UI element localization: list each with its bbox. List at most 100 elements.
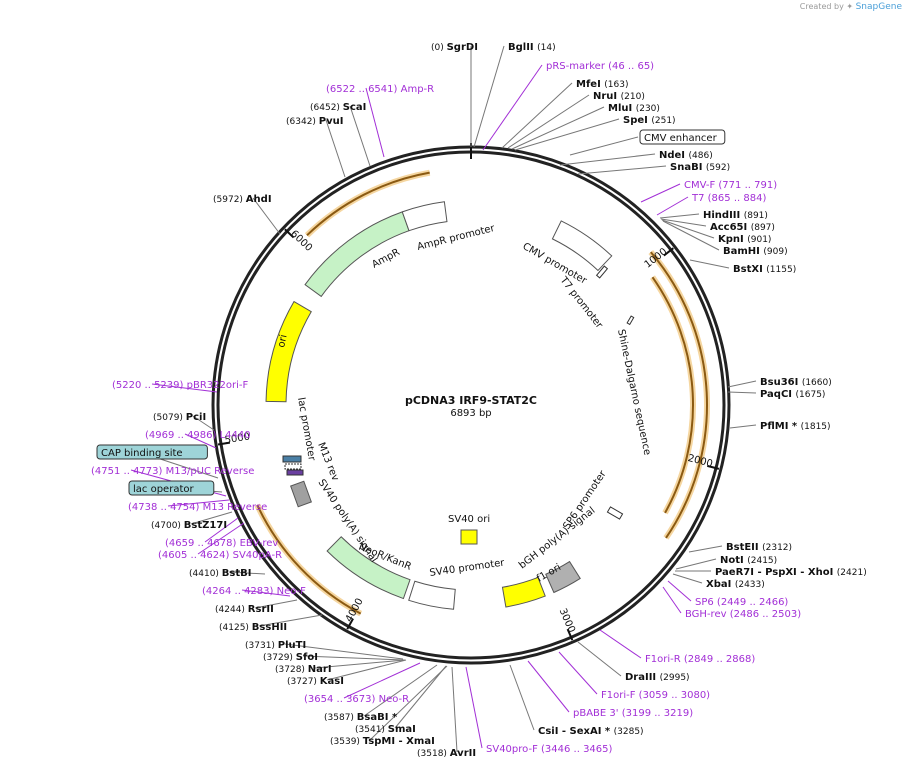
primer-label[interactable]: pRS-marker (46 .. 65) bbox=[546, 61, 654, 72]
primer-label[interactable]: (6522 .. 6541) Amp-R bbox=[326, 84, 434, 95]
feature-sv40-promoter[interactable] bbox=[408, 580, 456, 610]
primer-label[interactable]: (4738 .. 4754) M13 Reverse bbox=[128, 502, 267, 513]
leader-line bbox=[577, 165, 667, 175]
site-label[interactable]: (3728) NarI bbox=[275, 664, 332, 675]
site-name: BstEII bbox=[726, 542, 762, 553]
site-label[interactable]: MluI (230) bbox=[608, 103, 660, 114]
site-label[interactable]: SpeI (251) bbox=[623, 115, 676, 126]
site-name: DraIII bbox=[625, 672, 660, 683]
site-label[interactable]: (6452) ScaI bbox=[310, 102, 366, 113]
primer-label[interactable]: CMV-F (771 .. 791) bbox=[684, 180, 777, 191]
site-pos: (486) bbox=[689, 151, 713, 161]
site-label[interactable]: BglII (14) bbox=[508, 42, 556, 53]
small-features bbox=[282, 265, 635, 545]
site-label[interactable]: SnaBI (592) bbox=[670, 162, 730, 173]
primer-label[interactable]: (5220 .. 5239) pBR322ori-F bbox=[112, 380, 248, 391]
site-label[interactable]: (5079) PciI bbox=[153, 412, 206, 423]
feature-cmv-promoter[interactable] bbox=[551, 220, 613, 272]
primer-pos: (4738 .. 4754) bbox=[128, 502, 203, 513]
site-label[interactable]: Acc65I (897) bbox=[710, 222, 775, 233]
site-label[interactable]: BamHI (909) bbox=[723, 246, 788, 257]
site-label[interactable]: NruI (210) bbox=[593, 91, 645, 102]
leader-line bbox=[577, 641, 622, 677]
site-name: MluI bbox=[608, 103, 636, 114]
leader-line bbox=[729, 424, 757, 429]
site-label[interactable]: NdeI (486) bbox=[659, 150, 713, 161]
site-name: PaeR7I - PspXI - XhoI bbox=[715, 567, 837, 578]
site-name: SmaI bbox=[388, 724, 416, 735]
site-label[interactable]: MfeI (163) bbox=[576, 79, 629, 90]
plasmid-name: pCDNA3 IRF9-STAT2C bbox=[405, 394, 537, 407]
site-label[interactable]: PaeR7I - PspXI - XhoI (2421) bbox=[715, 567, 867, 578]
primer-label[interactable]: SP6 (2449 .. 2466) bbox=[695, 597, 788, 608]
primer-name: pBABE 3' bbox=[573, 708, 622, 719]
site-label[interactable]: (3518) AvrII bbox=[417, 748, 476, 759]
site-label[interactable]: (4125) BssHII bbox=[219, 622, 287, 633]
site-label[interactable]: (3587) BsaBI * bbox=[324, 712, 398, 723]
site-label[interactable]: (4244) RsrII bbox=[215, 604, 274, 615]
site-label[interactable]: (5972) AhdI bbox=[213, 194, 272, 205]
site-label[interactable]: BstXI (1155) bbox=[733, 264, 796, 275]
primer-label[interactable]: BGH-rev (2486 .. 2503) bbox=[685, 609, 801, 620]
site-label[interactable]: Bsu36I (1660) bbox=[760, 377, 832, 388]
site-label[interactable]: (0) SgrDI bbox=[431, 42, 478, 53]
site-label[interactable]: NotI (2415) bbox=[720, 555, 777, 566]
site-label[interactable]: XbaI (2433) bbox=[706, 579, 765, 590]
site-label[interactable]: (6342) PvuI bbox=[286, 116, 343, 127]
primer-label[interactable]: (4751 .. 4773) M13/pUC Reverse bbox=[91, 466, 254, 477]
site-label[interactable]: (3539) TspMI - XmaI bbox=[330, 736, 435, 747]
site-label[interactable]: (4410) BstBI bbox=[189, 568, 252, 579]
site-label[interactable]: PaqCI (1675) bbox=[760, 389, 825, 400]
feature-ampr-promoter[interactable] bbox=[401, 201, 448, 232]
site-label[interactable]: KpnI (901) bbox=[718, 234, 771, 245]
site-label[interactable]: DraIII (2995) bbox=[625, 672, 690, 683]
site-label[interactable]: (3727) KasI bbox=[287, 676, 344, 687]
primer-label[interactable]: SV40pro-F (3446 .. 3465) bbox=[486, 744, 613, 755]
primer-label[interactable]: (4605 .. 4624) SV40pA-R bbox=[158, 550, 282, 561]
primer-label[interactable]: F1ori-F (3059 .. 3080) bbox=[601, 690, 710, 701]
primer-pos: (5220 .. 5239) bbox=[112, 380, 187, 391]
label-ampr-promoter: AmpR promoter bbox=[416, 223, 497, 253]
primer-label[interactable]: (3654 .. 3673) Neo-R bbox=[304, 694, 409, 705]
leader-line bbox=[473, 45, 505, 148]
site-label[interactable]: (3731) PluTI bbox=[245, 640, 306, 651]
site-pos: (2415) bbox=[747, 556, 777, 566]
site-pos: (2433) bbox=[735, 580, 765, 590]
primer-label[interactable]: (4969 .. 4986) L4440 bbox=[145, 430, 251, 441]
site-label[interactable]: PflMI * (1815) bbox=[760, 421, 831, 432]
site-name: NotI bbox=[720, 555, 747, 566]
leader-line bbox=[689, 259, 730, 269]
site-name: BstBI bbox=[222, 568, 252, 579]
site-label[interactable]: (3541) SmaI bbox=[355, 724, 416, 735]
site-label[interactable]: BstEII (2312) bbox=[726, 542, 792, 553]
primer-label[interactable]: (4659 .. 4678) EBV-rev bbox=[165, 538, 278, 549]
site-label[interactable]: HindIII (891) bbox=[703, 210, 768, 221]
primer-label[interactable]: pBABE 3' (3199 .. 3219) bbox=[573, 708, 693, 719]
feature-f1-ori[interactable] bbox=[501, 576, 546, 608]
primer-label[interactable]: (4264 .. 4283) Neo-F bbox=[202, 586, 306, 597]
feature-ori[interactable] bbox=[265, 300, 312, 403]
site-name: CsiI - SexAI * bbox=[538, 726, 614, 737]
leader-line bbox=[241, 589, 291, 597]
site-name: KasI bbox=[320, 676, 344, 687]
site-label[interactable]: (3729) SfoI bbox=[263, 652, 318, 663]
primer-pos: (3654 .. 3673) bbox=[304, 694, 379, 705]
primer-name: CMV-F bbox=[684, 180, 718, 191]
primer-label[interactable]: T7 (865 .. 884) bbox=[691, 193, 766, 204]
label-lac-promoter: lac promoter bbox=[295, 397, 317, 463]
site-pos: (891) bbox=[744, 211, 768, 221]
site-pos: (2312) bbox=[762, 543, 792, 553]
site-pos: (3727) bbox=[287, 677, 320, 687]
primer-label[interactable]: F1ori-R (2849 .. 2868) bbox=[645, 654, 755, 665]
primer-name: pBR322ori-F bbox=[187, 380, 249, 391]
leader-line bbox=[363, 664, 438, 717]
feature-bgh-poly-a-signal[interactable] bbox=[545, 560, 581, 594]
primer-name: SP6 bbox=[695, 597, 717, 608]
leader-line bbox=[343, 662, 421, 699]
site-label[interactable]: (4700) BstZ17I bbox=[151, 520, 227, 531]
site-label[interactable]: CsiI - SexAI * (3285) bbox=[538, 726, 644, 737]
site-name: TspMI - XmaI bbox=[363, 736, 435, 747]
leader-line bbox=[640, 183, 681, 203]
leader-line bbox=[369, 665, 448, 741]
feature-neor-kanr[interactable] bbox=[326, 536, 411, 600]
